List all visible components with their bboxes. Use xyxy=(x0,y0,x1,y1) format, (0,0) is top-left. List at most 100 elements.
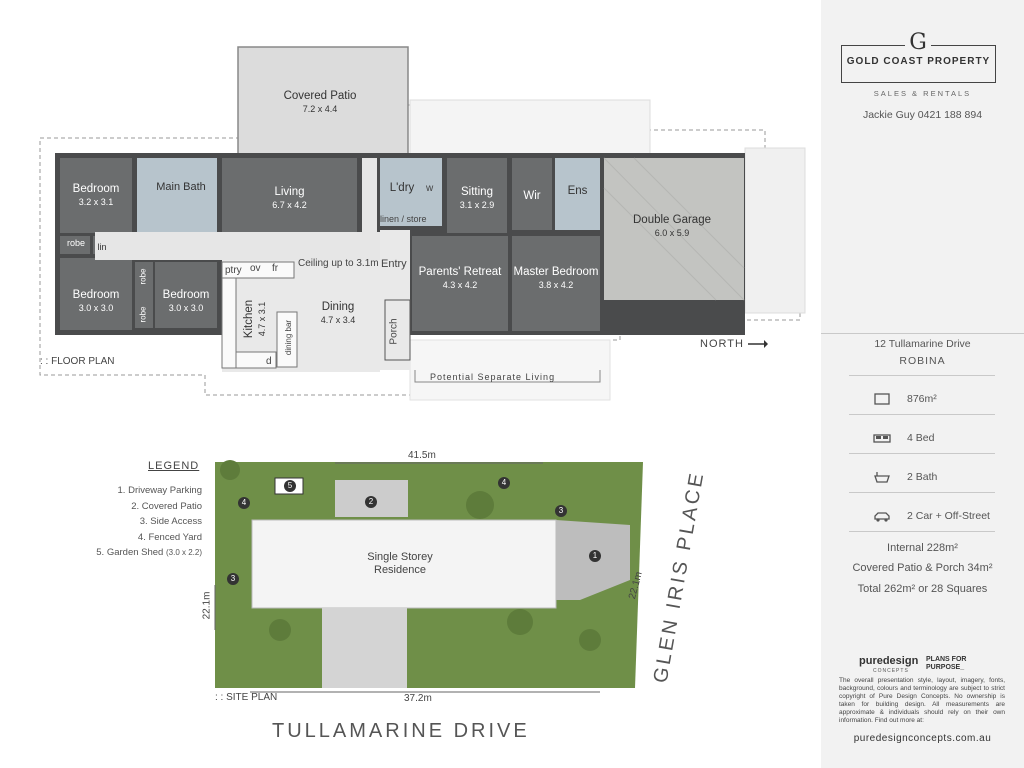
stat-row-bed: 4 Bed xyxy=(849,425,995,454)
robe-label-1: robe xyxy=(66,238,85,248)
room-master-bedroom: Master Bedroom 3.8 x 4.2 xyxy=(512,266,600,292)
stat-car-text: 2 Car + Off-Street xyxy=(907,510,990,522)
covered-area: Covered Patio & Porch 34m² xyxy=(852,562,993,574)
covered-patio-label: Covered Patio xyxy=(283,90,357,102)
marker-2: 2 xyxy=(365,496,377,508)
internal-area: Internal 228m² xyxy=(887,542,958,554)
room-living: Living 6.7 x 4.2 xyxy=(222,186,357,212)
logo-monogram-icon: G xyxy=(905,30,931,56)
oven-label: ov xyxy=(250,263,261,274)
entry-label: Entry xyxy=(381,258,407,270)
room-parents-retreat: Parents' Retreat 4.3 x 4.2 xyxy=(412,266,508,292)
room-dining: Dining 4.7 x 3.4 xyxy=(298,301,378,327)
legend-item: 2. Covered Patio xyxy=(131,500,202,512)
kitchen-size: 4.7 x 3.1 xyxy=(257,301,267,337)
marker-3-left: 3 xyxy=(227,573,239,585)
stat-row-bath: 2 Bath xyxy=(849,464,995,493)
marker-5: 5 xyxy=(284,480,296,492)
fridge-label: fr xyxy=(272,263,279,274)
marker-4-right: 4 xyxy=(498,477,510,489)
garage-label: Double Garage xyxy=(633,214,711,226)
legend-list: 1. Driveway Parking 2. Covered Patio 3. … xyxy=(70,483,202,561)
plan-area: Covered Patio 7.2 x 4.4 Bedroom 3.2 x 3.… xyxy=(39,46,806,742)
room-covered-patio: Covered Patio 7.2 x 4.4 xyxy=(250,90,390,116)
wir-label: Wir xyxy=(523,190,541,202)
washer-label: w xyxy=(426,183,434,194)
room-sitting: Sitting 3.1 x 2.9 xyxy=(447,186,507,212)
street-name-tullamarine: TULLAMARINE DRIVE xyxy=(272,720,530,742)
pure-design-logo: puredesign xyxy=(859,655,919,667)
room-main-bath: Main Bath xyxy=(155,181,207,194)
stat-bed-text: 4 Bed xyxy=(907,432,935,444)
copyright-disclaimer: The overall presentation style, layout, … xyxy=(839,677,1005,724)
room-bedroom-2: Bedroom 3.0 x 3.0 xyxy=(60,289,132,315)
room-ensuite: Ens xyxy=(555,185,600,198)
bed-icon xyxy=(873,434,891,443)
bath-icon xyxy=(874,472,890,483)
divider xyxy=(849,375,995,376)
sitting-label: Sitting xyxy=(461,186,493,198)
total-area: Total 262m² or 28 Squares xyxy=(857,583,988,595)
stat-row-car: 2 Car + Off-Street xyxy=(849,503,995,532)
laundry-label: L'dry xyxy=(389,182,415,194)
legend-shed-size: (3.0 x 2.2) xyxy=(165,548,202,557)
bedroom-1-label: Bedroom xyxy=(72,183,120,195)
bedroom-2-size: 3.0 x 3.0 xyxy=(78,303,114,313)
dim-left: 22.1m xyxy=(201,591,213,620)
land-area-icon xyxy=(874,393,890,405)
dishwasher-label: d xyxy=(266,356,272,367)
stat-bath-text: 2 Bath xyxy=(907,471,938,483)
dining-size: 4.7 x 3.4 xyxy=(320,315,356,325)
living-size: 6.7 x 4.2 xyxy=(272,200,307,210)
info-sidebar: GOLD COAST PROPERTY G SALES & RENTALS Ja… xyxy=(821,0,1024,768)
robe-label-2: robe xyxy=(138,268,148,285)
legend-item: 3. Side Access xyxy=(139,516,202,527)
agent-contact: Jackie Guy 0421 188 894 xyxy=(862,109,983,121)
sitting-size: 3.1 x 2.9 xyxy=(459,200,495,210)
website-link[interactable]: puredesignconcepts.com.au xyxy=(853,733,992,744)
covered-patio-size: 7.2 x 4.4 xyxy=(302,104,338,114)
address-suburb: ROBINA xyxy=(899,355,946,367)
marker-4-left: 4 xyxy=(238,497,250,509)
bedroom-3-size: 3.0 x 3.0 xyxy=(168,303,204,313)
north-label: NORTH xyxy=(700,338,744,350)
room-bedroom-1: Bedroom 3.2 x 3.1 xyxy=(60,183,132,209)
floor-plan-drawing xyxy=(39,46,806,401)
plans-for-purpose-logo: PLANS FOR PURPOSE_ xyxy=(926,656,966,672)
brand-tagline: SALES & RENTALS xyxy=(873,89,972,98)
divider xyxy=(821,333,1024,334)
plans-line-1: PLANS FOR xyxy=(926,656,967,663)
dining-label: Dining xyxy=(321,301,355,313)
main-bath-label: Main Bath xyxy=(156,181,206,193)
brand-name: GOLD COAST PROPERTY xyxy=(846,56,991,67)
address-line-1: 12 Tullamarine Drive xyxy=(874,338,971,350)
linen-store-label: linen / store xyxy=(380,214,427,224)
dim-bottom: 37.2m xyxy=(404,693,432,704)
room-wir: Wir xyxy=(512,190,552,203)
pure-design-sub: CONCEPTS xyxy=(873,668,909,674)
covered-patio-area xyxy=(237,46,409,155)
bedroom-3-label: Bedroom xyxy=(162,289,210,301)
stat-land-text: 876m² xyxy=(907,393,937,405)
legend-item: 1. Driveway Parking xyxy=(117,485,202,496)
room-laundry: L'dry xyxy=(382,182,422,195)
residence-line-1: Single Storey xyxy=(367,551,433,563)
ceiling-height-note: Ceiling up to 3.1m xyxy=(298,258,379,269)
marker-3-right: 3 xyxy=(555,505,567,517)
porch-label: Porch xyxy=(388,318,400,345)
dim-top: 41.5m xyxy=(408,450,436,461)
linen-cupboard-label: lin xyxy=(97,242,107,252)
legend-title: LEGEND xyxy=(148,460,200,472)
floor-plan-label: : : FLOOR PLAN xyxy=(40,356,115,367)
dining-bar-label: dining bar xyxy=(284,319,294,356)
legend-item: 5. Garden Shed (3.0 x 2.2) xyxy=(70,545,202,561)
master-bedroom-label: Master Bedroom xyxy=(513,266,599,278)
room-bedroom-3: Bedroom 3.0 x 3.0 xyxy=(155,289,217,315)
parents-retreat-label: Parents' Retreat xyxy=(418,266,502,278)
stat-row-land: 876m² xyxy=(849,386,995,415)
plans-line-2: PURPOSE_ xyxy=(926,664,965,671)
legend-item: 4. Fenced Yard xyxy=(137,531,202,543)
room-kitchen: Kitchen 4.7 x 3.1 xyxy=(243,289,269,349)
room-double-garage: Double Garage 6.0 x 5.9 xyxy=(604,214,740,240)
car-icon xyxy=(874,512,890,522)
